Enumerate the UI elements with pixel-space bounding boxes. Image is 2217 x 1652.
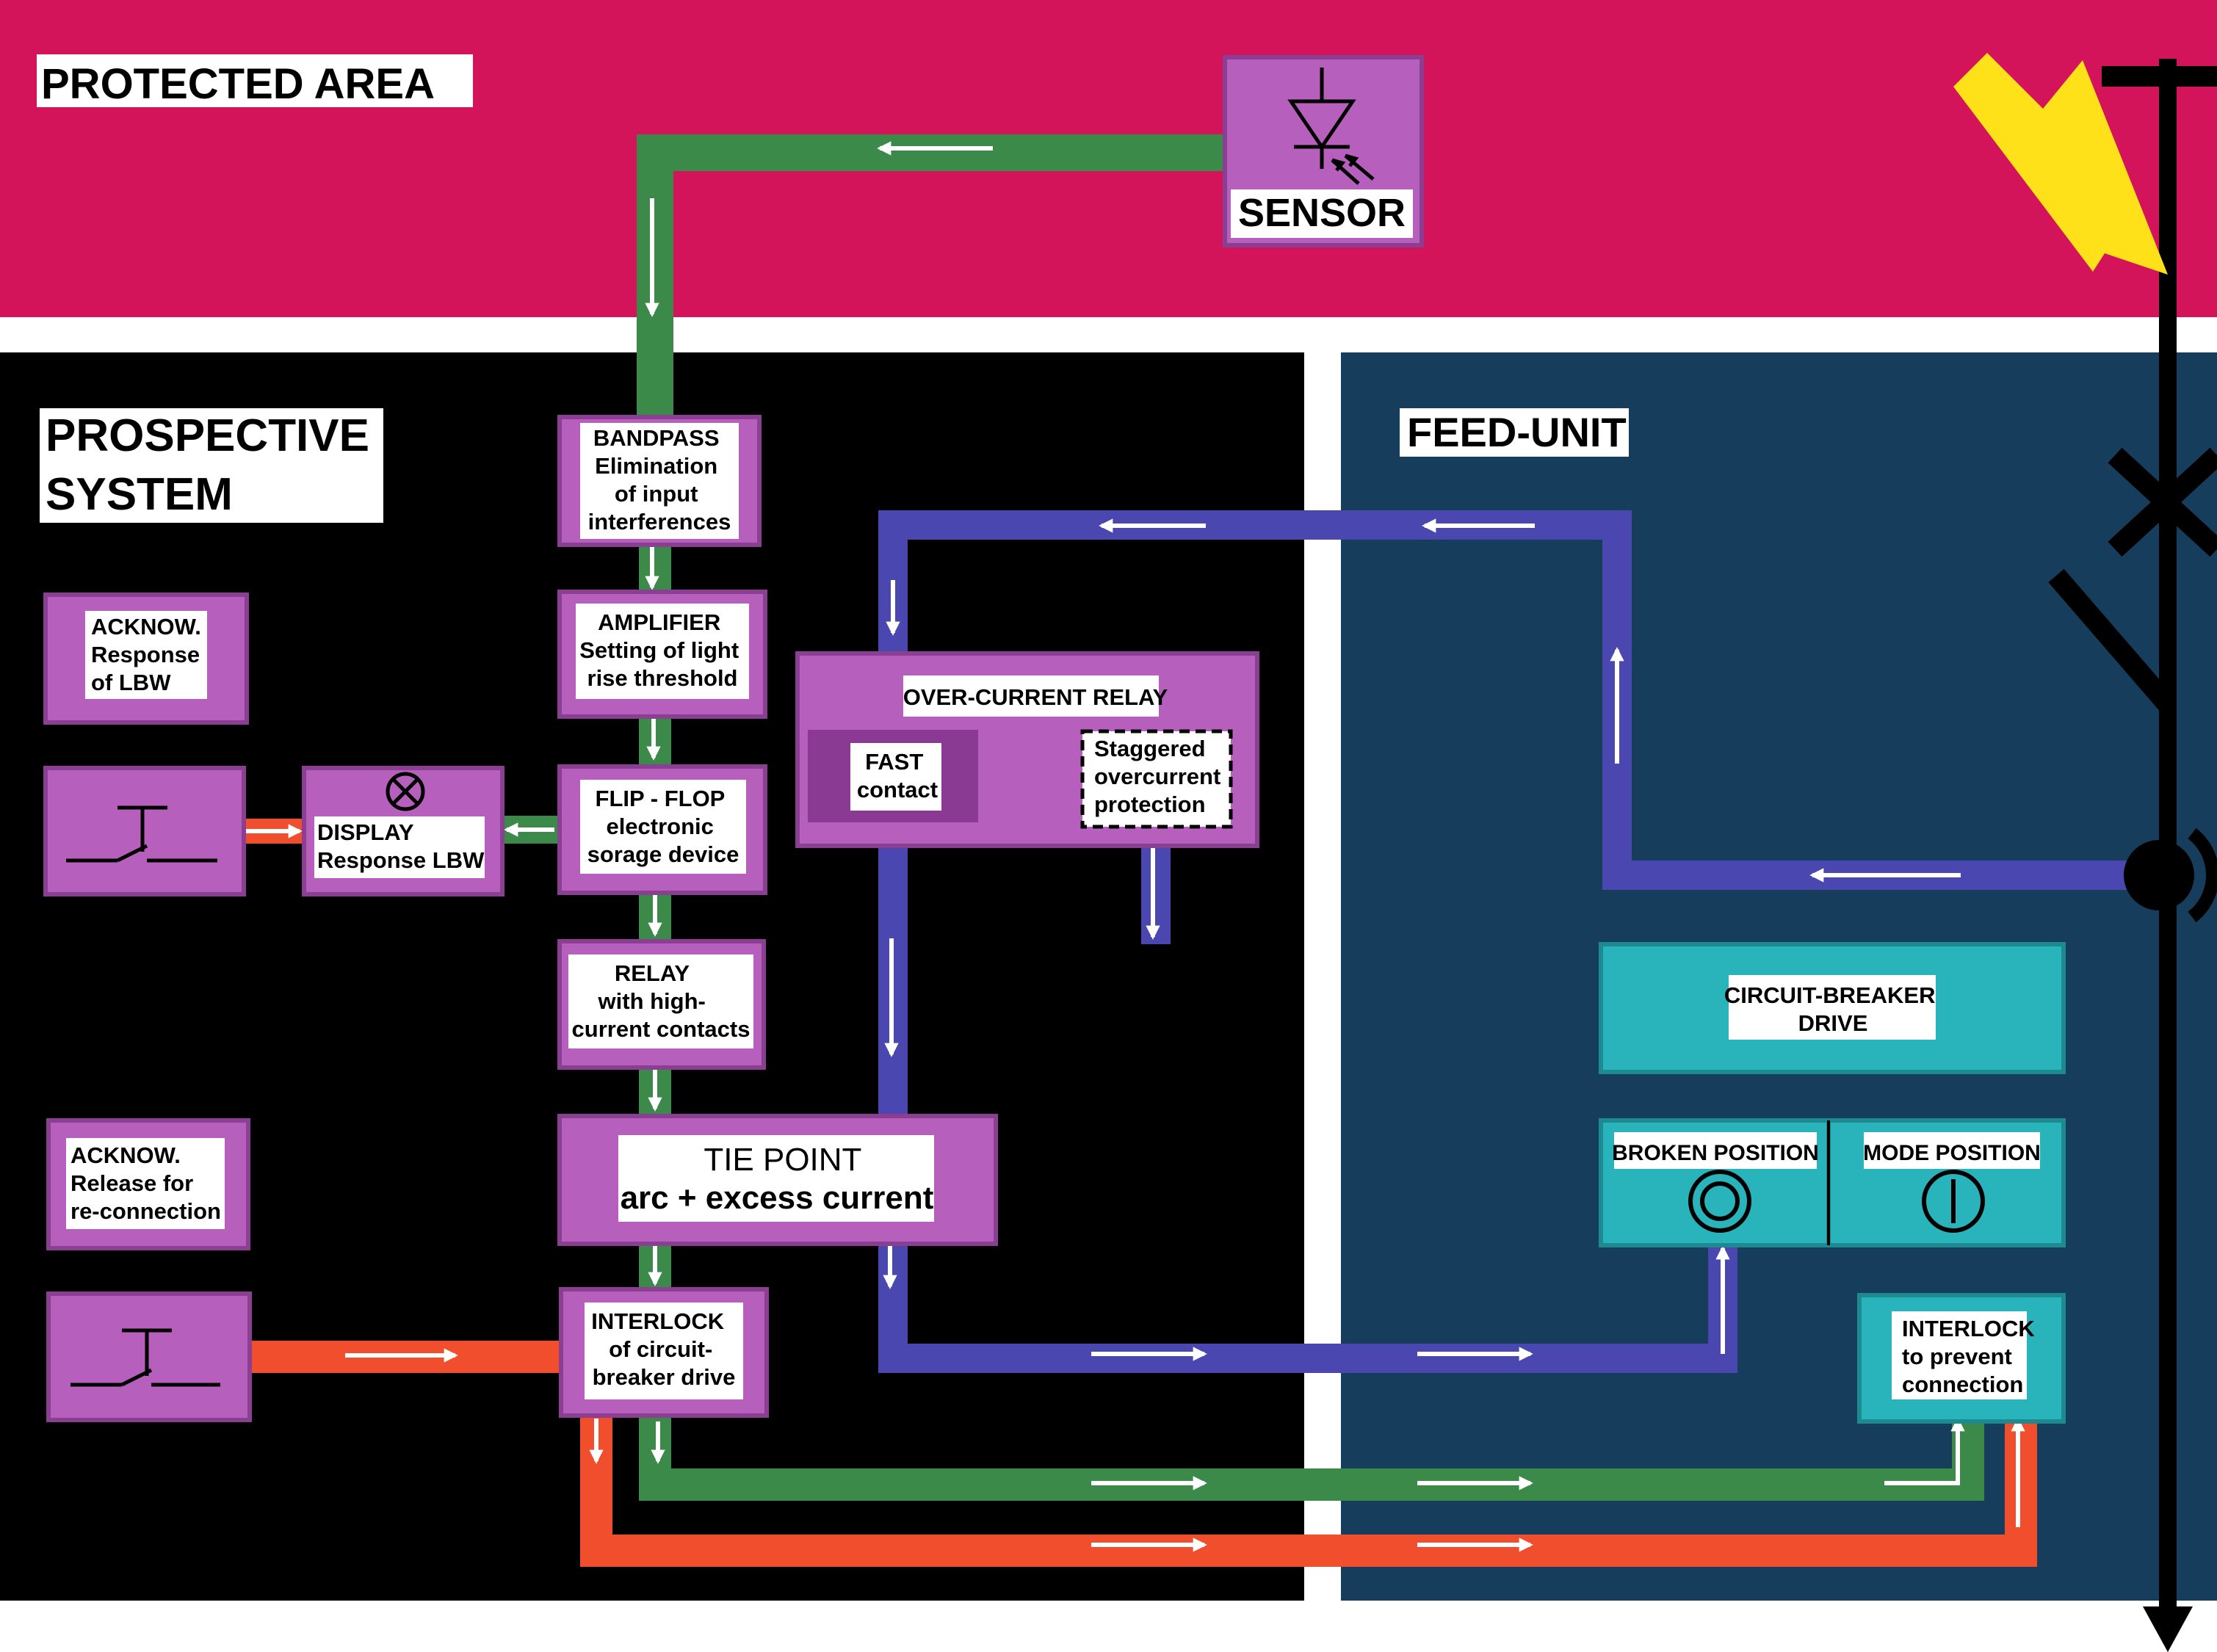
lightning-icon xyxy=(1953,53,2168,275)
svg-text:AMPLIFIER Setting of lig: AMPLIFIER Setting of light rise threshol… xyxy=(579,609,745,691)
breaker-contact-icon xyxy=(2048,447,2217,712)
svg-text:DISPLAY Response LBW: DISPLAY Response LBW xyxy=(317,819,485,873)
current-transformer-icon xyxy=(2124,827,2217,923)
ack-release-line-3: re-connection xyxy=(70,1198,221,1224)
tie-point-line-2: arc + excess current xyxy=(621,1180,934,1216)
flow-arrows xyxy=(241,141,2025,1552)
svg-text:BANDPASS Elimination: BANDPASS Elimination of input interferen… xyxy=(588,425,731,535)
feed-unit-label: FEED-UNIT xyxy=(1407,409,1627,455)
relay-line-3: current contacts xyxy=(572,1016,751,1042)
interlock-cb-line-3: breaker drive xyxy=(593,1364,736,1390)
circuit-breaker-drive-block: CIRCUIT-BREAKER DRIVE xyxy=(1599,942,2066,1074)
photodiode-icon xyxy=(1287,68,1375,185)
flipflop-line-1: FLIP - FLOP xyxy=(596,786,725,811)
ack-response-block: ACKNOW. Response of LBW xyxy=(43,593,249,725)
display-block: DISPLAY Response LBW xyxy=(302,766,504,896)
svg-text:INTERLOCK of circuit-: INTERLOCK of circuit- breaker drive xyxy=(591,1308,735,1390)
tie-point-block: TIE POINT arc + excess current xyxy=(557,1114,998,1246)
svg-text:CIRCUIT-BREAKER DRIVE: CIRCUIT-BREAKER DRIVE xyxy=(1724,982,1942,1036)
ack-release-line-1: ACKNOW. xyxy=(70,1142,181,1168)
off-position-icon xyxy=(1688,1170,1751,1233)
ack-release-line-2: Release for xyxy=(70,1170,193,1196)
release-switch-block xyxy=(46,1291,252,1422)
busbar-icon xyxy=(2102,59,2217,1652)
staggered-line-3: protection xyxy=(1094,791,1206,817)
svg-text:RELAY with high- c: RELAY with high- current contacts xyxy=(572,960,751,1042)
svg-text:FLIP - FLOP electronic: FLIP - FLOP electronic sorage device xyxy=(587,786,739,867)
fast-contact-line-1: FAST xyxy=(865,749,923,775)
interlock-prevent-line-2: to prevent xyxy=(1902,1344,2012,1369)
display-line-2: Response LBW xyxy=(317,847,485,873)
sensor-label: SENSOR xyxy=(1238,191,1406,235)
interlock-prevent-line-1: INTERLOCK xyxy=(1902,1316,2035,1341)
bandpass-line-1: BANDPASS xyxy=(593,425,720,451)
prospective-system-label-line2: SYSTEM xyxy=(46,469,233,520)
ack-release-block: ACKNOW. Release for re-connection xyxy=(46,1118,250,1250)
staggered-line-1: Staggered xyxy=(1094,736,1206,761)
relay-line-1: RELAY xyxy=(615,960,690,986)
mode-position-label: MODE POSITION xyxy=(1863,1141,2041,1165)
overcurrent-relay-title: OVER-CURRENT RELAY xyxy=(903,684,1168,710)
ack-response-line-2: Response xyxy=(91,642,200,667)
flipflop-line-3: sorage device xyxy=(587,841,739,867)
pushbutton-switch-icon xyxy=(66,805,217,863)
bandpass-block: BANDPASS Elimination of input interferen… xyxy=(557,415,762,547)
sensor-block: SENSOR xyxy=(1223,55,1424,247)
bandpass-line-3: of input xyxy=(615,481,698,507)
cb-drive-line-1: CIRCUIT-BREAKER xyxy=(1724,982,1936,1008)
flipflop-line-2: electronic xyxy=(606,814,713,839)
interlock-cb-line-1: INTERLOCK xyxy=(591,1308,724,1334)
svg-text:TIE POINT arc + excess c: TIE POINT arc + excess current xyxy=(621,1142,934,1216)
ack-response-line-3: of LBW xyxy=(91,670,171,695)
overcurrent-relay-block: OVER-CURRENT RELAY FAST contact Staggere… xyxy=(795,651,1259,848)
relay-block: RELAY with high- current contacts xyxy=(557,939,766,1070)
staggered-protection-box xyxy=(1080,729,1233,829)
tie-point-line-1: TIE POINT xyxy=(704,1142,861,1178)
broken-position-block: BROKEN POSITION xyxy=(1599,1118,1831,1247)
staggered-line-2: overcurrent xyxy=(1094,764,1220,789)
svg-text:ACKNOW. Response o: ACKNOW. Response of LBW xyxy=(91,614,207,695)
fast-contact-line-2: contact xyxy=(857,777,938,803)
svg-text:ACKNOW. Release for: ACKNOW. Release for re-connection xyxy=(70,1142,221,1224)
relay-line-2: with high- xyxy=(598,988,706,1014)
broken-position-label: BROKEN POSITION xyxy=(1612,1141,1819,1165)
interlock-circuit-breaker-block: INTERLOCK of circuit- breaker drive xyxy=(559,1287,769,1418)
indicator-lamp-icon xyxy=(386,772,425,811)
svg-text:FAST contact: FAST contact xyxy=(857,749,938,803)
amplifier-line-2: Setting of light xyxy=(579,637,739,663)
protected-area-label: PROTECTED AREA xyxy=(41,60,435,108)
sensor-signal-line xyxy=(637,134,1226,422)
pushbutton-switch-icon-lower xyxy=(70,1328,220,1387)
on-position-icon xyxy=(1922,1170,1985,1233)
display-line-1: DISPLAY xyxy=(317,819,414,845)
reconnection-block-line xyxy=(580,1417,2037,1567)
svg-text:Staggered overcurrent: Staggered overcurrent protection xyxy=(1094,736,1227,817)
ack-response-line-1: ACKNOW. xyxy=(91,614,201,640)
current-sensing-line xyxy=(878,510,2141,890)
mode-position-block: MODE POSITION xyxy=(1826,1118,2066,1247)
amplifier-block: AMPLIFIER Setting of light rise threshol… xyxy=(557,590,767,719)
prospective-system-label: PROSPECTIVE xyxy=(46,410,369,461)
amplifier-line-3: rise threshold xyxy=(587,665,738,691)
bandpass-line-2: Elimination xyxy=(595,453,717,479)
bandpass-line-4: interferences xyxy=(588,509,731,535)
interlock-prevent-block: INTERLOCK to prevent connection xyxy=(1857,1293,2066,1424)
svg-text:INTERLOCK to prevent: INTERLOCK to prevent connection xyxy=(1902,1316,2041,1397)
interlock-prevent-line-3: connection xyxy=(1902,1372,2023,1397)
flipflop-block: FLIP - FLOP electronic sorage device xyxy=(557,764,767,895)
cb-drive-line-2: DRIVE xyxy=(1798,1010,1868,1036)
ack-switch-block xyxy=(43,766,246,896)
amplifier-line-1: AMPLIFIER xyxy=(598,609,720,635)
interlock-cb-line-2: of circuit- xyxy=(609,1336,712,1362)
